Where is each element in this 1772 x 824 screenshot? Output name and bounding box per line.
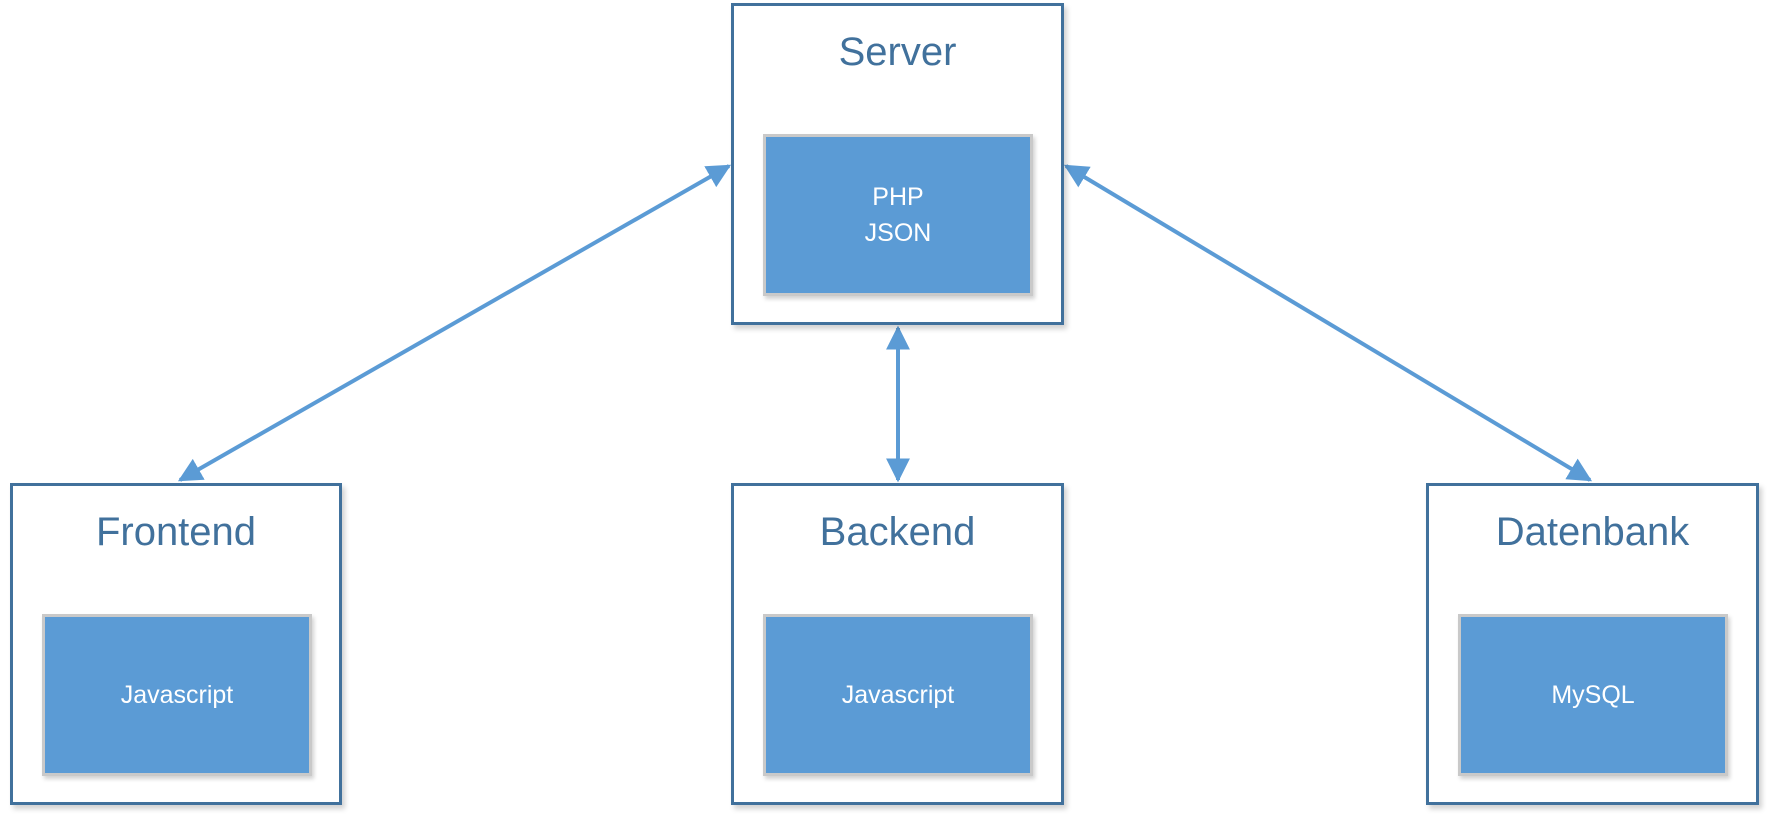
frontend-tech-box: Javascript — [42, 614, 312, 776]
backend-title: Backend — [819, 510, 976, 554]
server-tech-json: JSON — [864, 219, 932, 247]
server-tech-php: PHP — [872, 183, 924, 211]
edge-server-datenbank — [1063, 164, 1593, 482]
server-node: Server PHP JSON — [731, 3, 1064, 325]
server-tech-box: PHP JSON — [763, 134, 1033, 296]
datenbank-title: Datenbank — [1495, 510, 1690, 554]
frontend-node: Frontend Javascript — [10, 483, 342, 805]
backend-node: Backend Javascript — [731, 483, 1064, 805]
datenbank-node: Datenbank MySQL — [1426, 483, 1759, 805]
frontend-tech-javascript: Javascript — [120, 681, 234, 709]
backend-tech-javascript: Javascript — [841, 681, 955, 709]
server-title: Server — [838, 30, 957, 74]
backend-tech-box: Javascript — [763, 614, 1033, 776]
datenbank-tech-mysql: MySQL — [1551, 681, 1635, 709]
datenbank-tech-box: MySQL — [1458, 614, 1728, 776]
frontend-title: Frontend — [95, 510, 257, 554]
edge-server-frontend — [177, 164, 732, 482]
